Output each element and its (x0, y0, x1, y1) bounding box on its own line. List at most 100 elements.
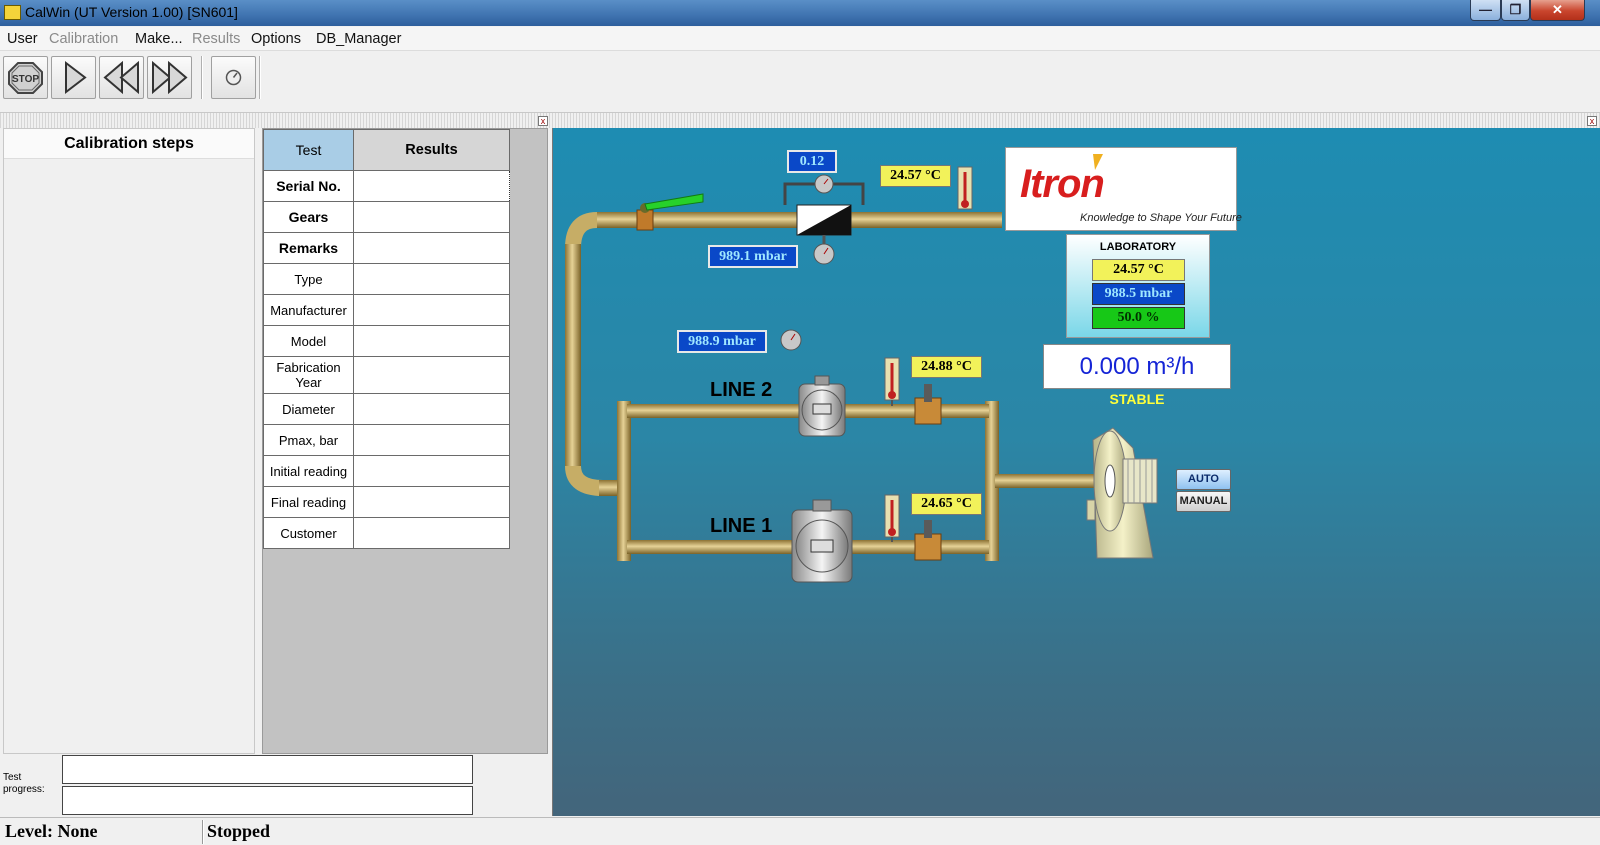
window-title: CalWin (UT Version 1.00) [SN601] (25, 4, 238, 20)
table-row: Customer (263, 517, 510, 549)
type-field[interactable] (353, 263, 510, 295)
differential-pressure-element (783, 182, 865, 244)
status-divider (202, 820, 204, 844)
customer-field[interactable] (353, 517, 510, 549)
gauge-icon (225, 69, 242, 86)
status-state: Stopped (207, 821, 271, 841)
fast-forward-icon (152, 60, 188, 95)
table-row: Model (263, 325, 510, 357)
test-results-table: Test Results Serial No. Gears Remarks Ty… (263, 129, 510, 549)
table-row: Initial reading (263, 455, 510, 487)
pmax-field[interactable] (353, 424, 510, 456)
logo-tagline: Knowledge to Shape Your Future (1080, 212, 1242, 224)
minimize-button[interactable]: — (1470, 0, 1501, 21)
manufacturer-field[interactable] (353, 294, 510, 326)
stop-label: STOP (12, 74, 39, 85)
rewind-icon (103, 60, 139, 95)
table-row: Gears (263, 201, 510, 233)
menu-results[interactable]: Results (192, 31, 241, 47)
toolbar-separator (201, 56, 203, 99)
table-row: Serial No. (263, 170, 510, 202)
test-progress-bar-1 (62, 755, 473, 784)
flow-rate-display: 0.000 m³/h (1043, 344, 1231, 389)
close-panel-icon[interactable]: x (1587, 116, 1597, 126)
outlet-pipe (995, 474, 1103, 488)
manifold-right (985, 401, 999, 561)
fabrication-year-field[interactable] (353, 356, 510, 394)
title-bar: CalWin (UT Version 1.00) [SN601] — ❐ ✕ (0, 0, 1600, 26)
lab-humidity-readout: 50.0 % (1092, 307, 1185, 329)
line-1-temperature-readout: 24.65 °C (911, 493, 982, 515)
remarks-field[interactable] (353, 232, 510, 264)
table-row: Diameter (263, 393, 510, 425)
lab-pressure-readout: 988.5 mbar (1092, 283, 1185, 305)
blower-fan[interactable] (1086, 427, 1158, 559)
line-2-valve[interactable] (914, 384, 942, 425)
line-2-temperature-readout: 24.88 °C (911, 356, 982, 378)
row-label-manufacturer: Manufacturer (263, 294, 354, 326)
column-header-results[interactable]: Results (353, 129, 510, 171)
row-label-type: Type (263, 263, 354, 295)
gears-field[interactable] (353, 201, 510, 233)
menu-db-manager[interactable]: DB_Manager (316, 31, 402, 47)
stop-icon: STOP (8, 62, 43, 94)
line-pressure-readout: 988.9 mbar (677, 330, 767, 353)
table-row: Remarks (263, 232, 510, 264)
gauge-button[interactable] (211, 56, 256, 99)
line-2-label: LINE 2 (710, 379, 773, 401)
pipe-elbow (565, 212, 598, 249)
line-1-gas-meter[interactable] (791, 499, 853, 583)
play-button[interactable] (51, 56, 96, 99)
menu-user[interactable]: User (7, 31, 38, 47)
differential-pressure-readout: 0.12 (787, 150, 837, 173)
line-2-gas-meter[interactable] (798, 375, 846, 437)
test-progress-bar-2 (62, 786, 473, 815)
fast-forward-button[interactable] (147, 56, 192, 99)
toolbar-separator (259, 56, 261, 99)
panel-splitter[interactable]: x x (0, 113, 1600, 128)
lab-temperature-readout: 24.57 °C (1092, 259, 1185, 281)
inlet-valve[interactable] (636, 193, 704, 231)
model-field[interactable] (353, 325, 510, 357)
logo-flame-icon (1093, 154, 1103, 170)
stop-button[interactable]: STOP (3, 56, 48, 99)
row-label-initial-reading: Initial reading (263, 455, 354, 487)
pipe-network (565, 166, 1158, 583)
diameter-field[interactable] (353, 393, 510, 425)
menu-make[interactable]: Make... (135, 31, 183, 47)
maximize-button[interactable]: ❐ (1501, 0, 1530, 21)
serial-no-field[interactable] (353, 170, 510, 202)
row-label-final-reading: Final reading (263, 486, 354, 518)
row-label-gears: Gears (263, 201, 354, 233)
menu-bar: User Calibration Make... Results Options… (0, 27, 1600, 51)
row-label-serial-no: Serial No. (263, 170, 354, 202)
row-label-model: Model (263, 325, 354, 357)
table-row: Manufacturer (263, 294, 510, 326)
line-1-valve[interactable] (914, 520, 942, 561)
flow-status-label: STABLE (1109, 391, 1165, 407)
auto-mode-button[interactable]: AUTO (1176, 469, 1231, 490)
gauge-icon (814, 174, 834, 194)
play-icon (65, 60, 87, 95)
close-button[interactable]: ✕ (1530, 0, 1585, 21)
calibration-steps-panel: Calibration steps (3, 128, 255, 754)
manual-mode-button[interactable]: MANUAL (1176, 491, 1231, 512)
final-reading-field[interactable] (353, 486, 510, 518)
initial-reading-field[interactable] (353, 455, 510, 487)
row-label-customer: Customer (263, 517, 354, 549)
pipe-elbow (565, 465, 604, 496)
laboratory-title: LABORATORY (1099, 241, 1177, 253)
test-progress-label: Test progress: (3, 772, 45, 795)
gauge-icon (813, 243, 835, 265)
column-header-test[interactable]: Test (263, 129, 354, 171)
logo-brand: Itron (1020, 162, 1105, 206)
row-label-pmax: Pmax, bar (263, 424, 354, 456)
vertical-pipe (565, 244, 581, 470)
thermometer-icon (957, 166, 973, 210)
row-label-fabrication-year: Fabrication Year (263, 356, 354, 394)
rewind-button[interactable] (99, 56, 144, 99)
close-panel-icon[interactable]: x (538, 116, 548, 126)
menu-calibration[interactable]: Calibration (49, 31, 119, 47)
menu-options[interactable]: Options (251, 31, 301, 47)
table-row: Type (263, 263, 510, 295)
